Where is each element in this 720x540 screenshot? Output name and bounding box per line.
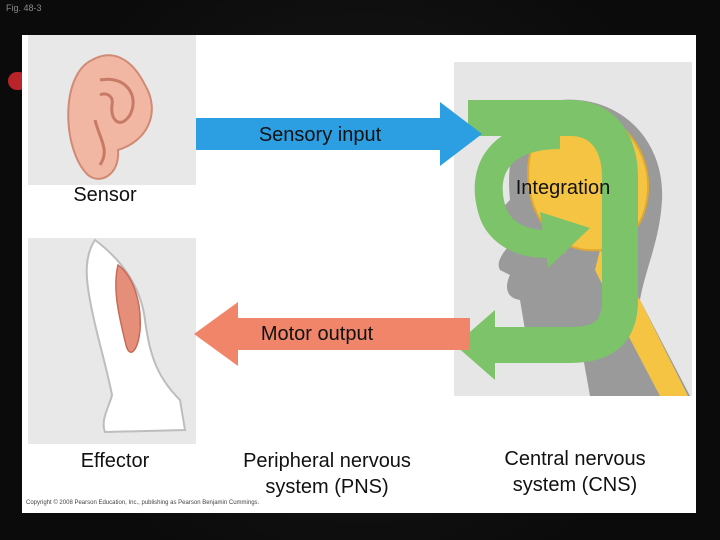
sensor-label: Sensor	[73, 184, 137, 206]
effector-label: Effector	[80, 450, 150, 472]
motor-output-arrow	[194, 302, 470, 366]
sensory-input-label: Sensory input	[258, 124, 382, 146]
integration-label: Integration	[515, 177, 611, 199]
leg-muscle-illustration	[28, 238, 196, 444]
ear-illustration	[28, 35, 196, 185]
cns-label: Central nervous system (CNS)	[504, 448, 646, 496]
copyright-notice: Copyright © 2008 Pearson Education, Inc.…	[26, 500, 260, 506]
motor-output-label: Motor output	[260, 323, 374, 345]
pns-label: Peripheral nervous system (PNS)	[243, 450, 411, 498]
integration-loop-arrow	[455, 100, 638, 380]
figure-label: Fig. 48-3	[6, 3, 42, 13]
sensory-input-arrow	[196, 102, 482, 166]
